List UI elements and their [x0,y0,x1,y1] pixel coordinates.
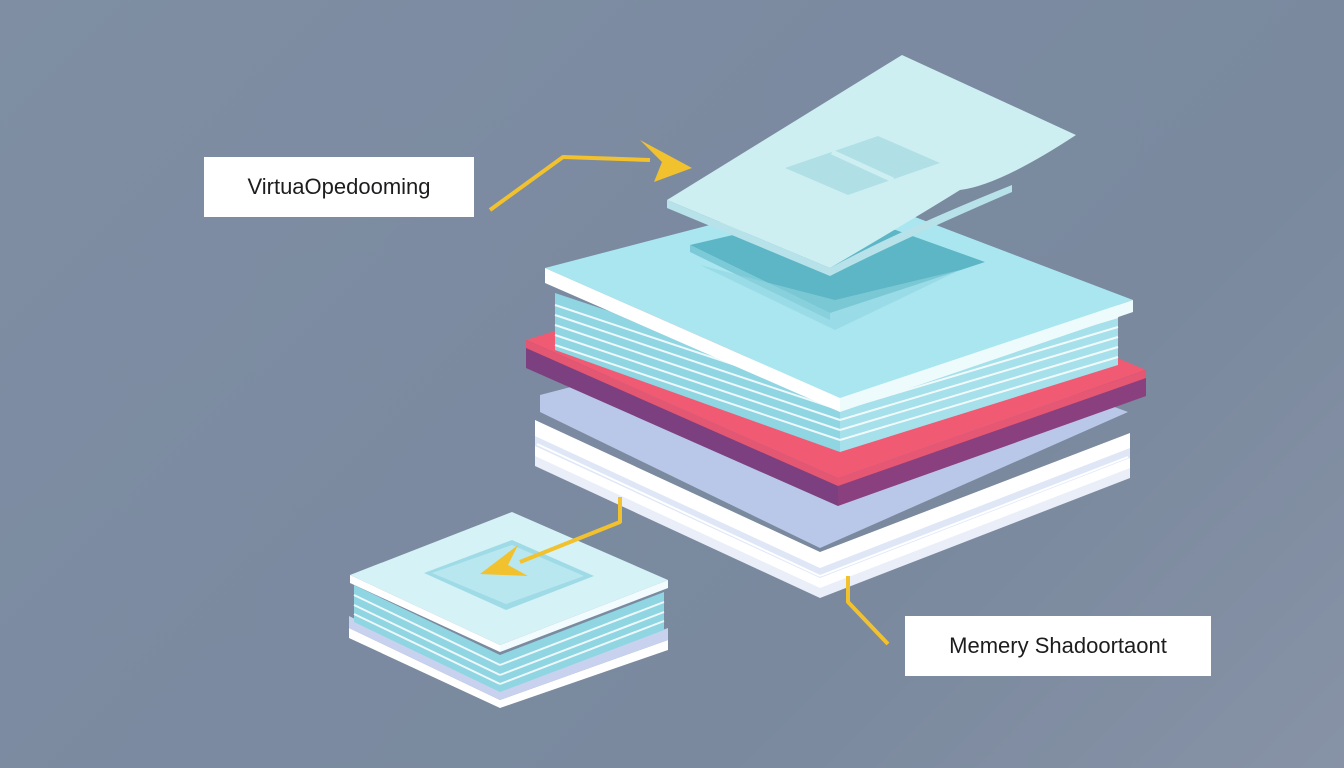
memory-shadow-label: Memery Shadoortaont [905,616,1211,676]
connector-stack-to-bottom-label [846,576,890,646]
arrow-stack-to-small-stack [480,497,622,576]
small-memory-stack [349,512,668,708]
arrow-label-to-page [488,140,692,212]
virtual-page-label: VirtuaOpedooming [204,157,474,217]
floating-virtual-page [667,55,1076,276]
main-memory-stack [526,55,1146,598]
